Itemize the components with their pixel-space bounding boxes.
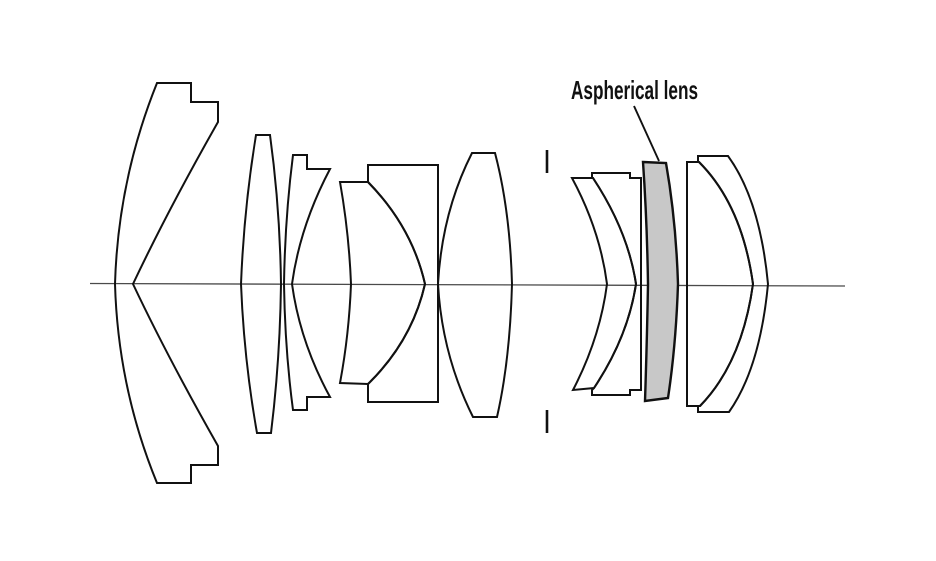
lens-element-5-doublet-rear-plano — [367, 164, 439, 403]
lens-element-8-plano-concave — [591, 172, 642, 396]
lens-element-4-doublet-front — [338, 181, 427, 386]
lens-element-1-front-meniscus — [113, 82, 219, 484]
aspherical-lens-element — [641, 160, 680, 403]
lens-element-10-rear-doublet-rear — [697, 155, 770, 413]
lens-element-9-rear-doublet-front — [686, 161, 755, 407]
optical-axis-line — [89, 282, 846, 287]
lens-element-2-biconvex — [239, 134, 283, 434]
aspherical-lens-label: Aspherical lens — [571, 75, 698, 105]
lens-element-7-meniscus — [570, 177, 638, 392]
lens-element-3-meniscus — [282, 154, 332, 411]
lens-element-6-biconvex — [436, 152, 514, 418]
label-leader-line — [633, 105, 660, 162]
